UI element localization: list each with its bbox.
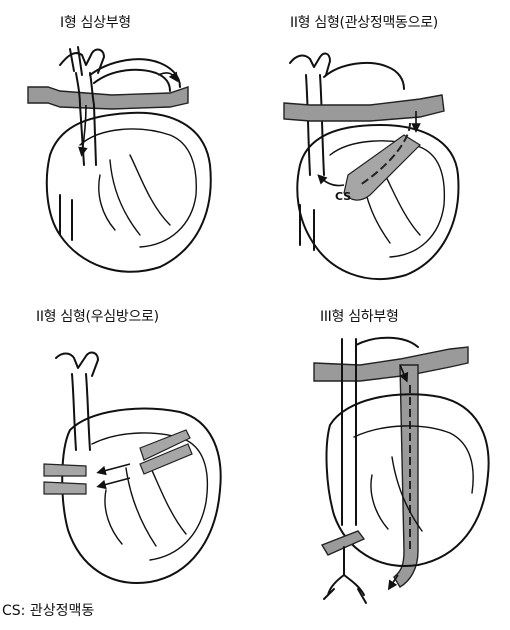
panel-2-heart-outline	[296, 124, 460, 280]
panel-4-vessels	[341, 336, 419, 526]
panel-3-vessels	[55, 351, 99, 451]
panel-1-arch-arrow	[157, 71, 179, 83]
panel-4-heart-diagram	[313, 336, 490, 604]
panel-2-flow-arrow	[317, 174, 345, 187]
panel-3-title: II형 심형(우심방으로)	[36, 309, 159, 325]
panel-1-flow-arrow	[78, 104, 88, 157]
panel-4-chambers	[353, 425, 474, 532]
panel-2-pulmonary-vein	[283, 94, 445, 122]
panel-1-title: I형 심상부형	[60, 15, 131, 31]
panel-2-drainage-path	[359, 122, 411, 186]
panel-4-pulmonary-veins	[313, 346, 469, 382]
panel-1-pulmonary-vein	[27, 86, 189, 110]
panel-2-title: II형 심형(관상정맥동으로)	[290, 15, 438, 31]
panel-3-left-veins	[43, 463, 87, 495]
panel-1-vertical-vein	[59, 72, 97, 241]
panel-2-heart-diagram	[283, 52, 460, 280]
panel-4-descending-vein	[393, 364, 419, 588]
panel-3-chambers	[91, 432, 209, 561]
panel-1-heart-diagram	[27, 46, 212, 273]
panel-3-heart-outline	[61, 407, 222, 584]
panel-4-portal-segment	[320, 530, 366, 556]
panel-3-heart-diagram	[43, 351, 222, 584]
panel-1-chambers	[79, 128, 197, 248]
panel-4-down-arrow	[387, 574, 399, 591]
panel-4-title: III형 심하부형	[320, 309, 399, 325]
panel-1-heart-outline	[45, 111, 212, 273]
panel-1-vessels	[59, 46, 105, 76]
panel-4-flow-arrow	[399, 364, 409, 383]
panel-3-flow-arrow-2	[96, 477, 131, 490]
panel-4-heart-outline	[325, 393, 490, 567]
panel-2-arch	[323, 61, 405, 90]
panel-3-pulmonary-veins	[139, 429, 193, 475]
panel-3-flow-arrow-1	[96, 463, 131, 476]
legend-cs: CS: 관상정맥동	[2, 603, 95, 619]
panel-1-arch	[89, 58, 181, 92]
panel-4-portal-branches	[323, 546, 367, 604]
panel-2-vessels	[289, 52, 331, 251]
panel-2-cs-label: CS	[335, 190, 352, 203]
